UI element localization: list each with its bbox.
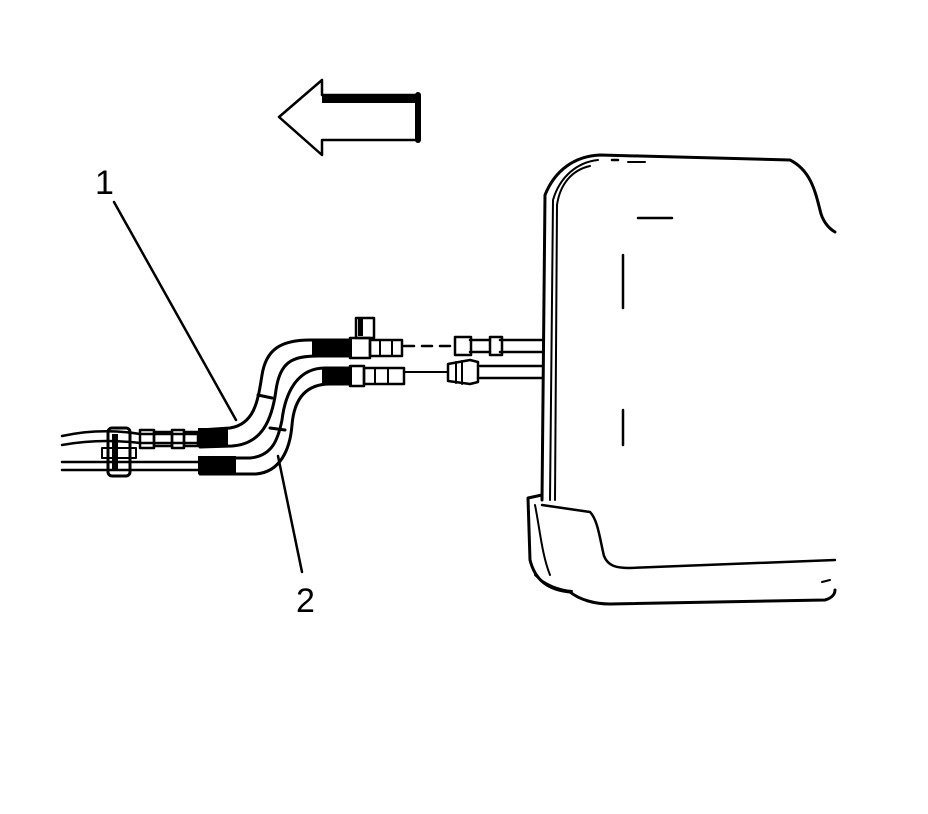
callout-1-leader: [112, 200, 238, 422]
callout-1-label: 1: [95, 164, 114, 202]
tank-fuel-nipples: [446, 335, 544, 386]
left-arrow-icon: [277, 78, 421, 157]
line-retaining-clip: [101, 426, 200, 478]
hose-connectors: [348, 316, 406, 388]
callout-2-label: 2: [296, 582, 315, 620]
fuel-tank: [526, 153, 837, 606]
callout-2-leader: [276, 454, 304, 574]
fuel-lines: [60, 338, 352, 476]
